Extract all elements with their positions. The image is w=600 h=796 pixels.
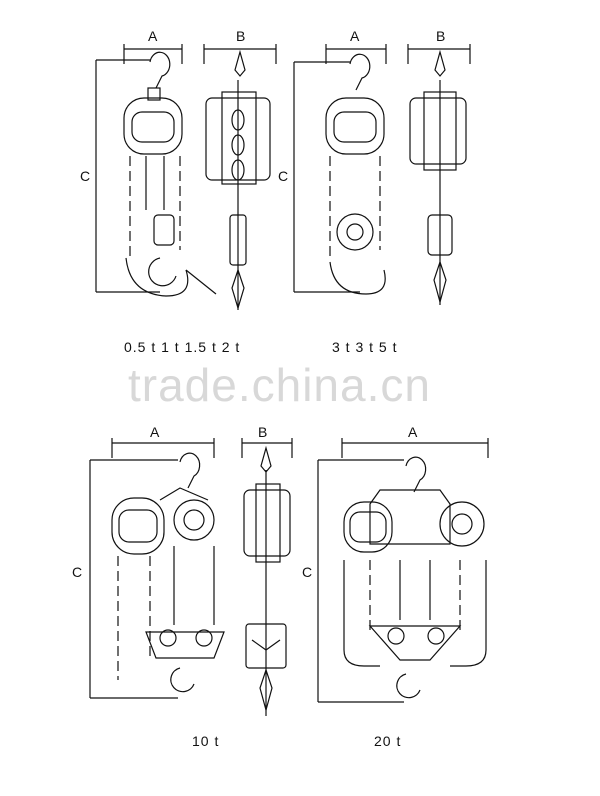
dimension-a-label: A: [150, 424, 160, 440]
hoist-front-20t: [317, 438, 489, 703]
dimension-c-label: C: [302, 564, 313, 580]
dimension-b-label: B: [436, 28, 446, 44]
hoist-side-medium: [407, 44, 471, 305]
dimension-a-label: A: [148, 28, 158, 44]
dimension-a-label: A: [408, 424, 418, 440]
hoist-front-10t: [89, 438, 225, 699]
caption-capacity-small: 0.5 t 1 t 1.5 t 2 t: [124, 339, 241, 355]
hoist-side-small: [203, 44, 277, 311]
dimension-c-label: C: [72, 564, 83, 580]
hoist-front-medium: [293, 44, 387, 295]
caption-capacity-20t: 20 t: [374, 733, 402, 749]
hoist-front-small: [95, 44, 217, 297]
caption-capacity-10t: 10 t: [192, 733, 220, 749]
dimension-c-label: C: [278, 168, 289, 184]
dimension-c-label: C: [80, 168, 91, 184]
dimension-a-label: A: [350, 28, 360, 44]
watermark: trade.china.cn: [128, 359, 431, 411]
caption-capacity-medium: 3 t 3 t 5 t: [332, 339, 398, 355]
hoist-side-10t: [241, 438, 293, 716]
dimension-b-label: B: [258, 424, 268, 440]
dimension-b-label: B: [236, 28, 246, 44]
